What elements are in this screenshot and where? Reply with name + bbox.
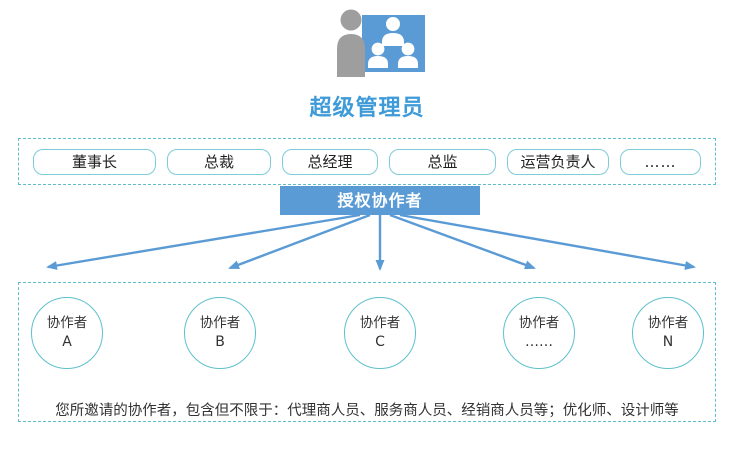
roles-container: 董事长 总裁 总经理 总监 运营负责人 ……	[18, 138, 716, 185]
collaborator-label: 协作者	[359, 315, 401, 332]
member-icon-bottom-right	[398, 42, 418, 68]
role-chip: 董事长	[33, 148, 156, 175]
collaborator-id: ……	[525, 333, 553, 350]
collaborator-id: N	[662, 333, 674, 350]
collaborator-id: A	[62, 333, 72, 350]
collaborator-id: B	[215, 333, 225, 350]
member-icon-top	[382, 17, 404, 46]
collaborators-note: 您所邀请的协作者，包含但不限于：代理商人员、服务商人员、经销商人员等；优化师、设…	[55, 403, 679, 419]
role-chip: 总裁	[167, 148, 271, 175]
collaborator-label: 协作者	[46, 315, 88, 332]
collaborators-container	[18, 282, 716, 422]
member-icon-bottom-left	[368, 42, 388, 68]
authorize-banner: 授权协作者	[280, 186, 480, 215]
collaborator-label: 协作者	[199, 315, 241, 332]
role-chip: 总监	[389, 148, 496, 175]
role-chip: 运营负责人	[507, 148, 609, 175]
role-chip: 总经理	[282, 148, 378, 175]
collaborator-node: 协作者 N	[632, 297, 704, 369]
collaborator-label: 协作者	[518, 315, 560, 332]
arrow-line	[228, 213, 371, 270]
collaborator-label: 协作者	[647, 315, 689, 332]
page-title: 超级管理员	[309, 96, 425, 121]
arrow-line	[46, 213, 361, 270]
super-admin-group-icon	[337, 9, 425, 77]
collaborator-id: C	[375, 333, 385, 350]
collaborator-node: 协作者 A	[31, 297, 103, 369]
arrow-line	[389, 213, 536, 270]
fan-arrows	[46, 213, 696, 271]
arrow-line	[399, 213, 696, 270]
admin-person-figure	[337, 9, 365, 77]
collaborator-node: 协作者 B	[184, 297, 256, 369]
role-chip: ……	[620, 148, 701, 175]
collaborator-node: 协作者 ……	[503, 297, 575, 369]
collaborator-node: 协作者 C	[344, 297, 416, 369]
